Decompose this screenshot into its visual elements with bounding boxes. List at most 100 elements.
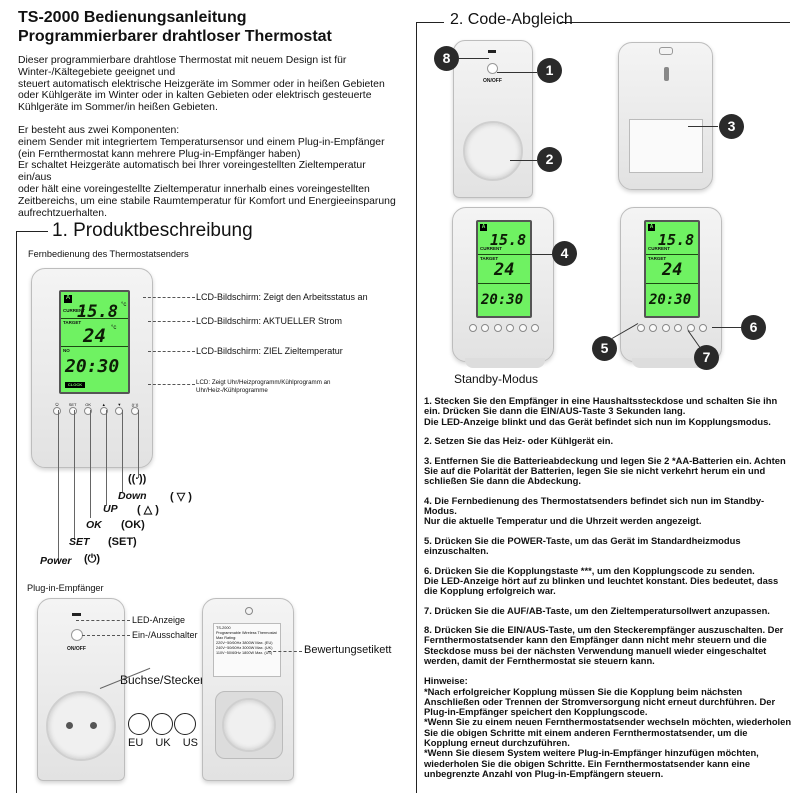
section1-frame-left	[16, 231, 17, 793]
clock-tag: CLOCK	[65, 382, 85, 388]
callout-line-target	[148, 351, 195, 352]
callout-target: LCD-Bildschirm: ZIEL Zieltemperatur	[196, 346, 343, 356]
btn-ok[interactable]: OK	[84, 402, 93, 415]
s2-remote-standby: A CURRENT 15.8 TARGET 24 20:30	[452, 207, 554, 362]
btn-set[interactable]: SET	[68, 402, 77, 415]
current-value: 15.8	[77, 302, 118, 322]
target-unit: °c	[111, 325, 117, 331]
key-up-symbol: ( △ )	[137, 504, 159, 516]
callout-line-status	[143, 297, 195, 298]
section2-frame-left	[416, 22, 417, 793]
step-3: 3. Entfernen Sie die Batterieabdeckung u…	[424, 454, 786, 487]
key-down-label: Down	[118, 490, 147, 502]
section1-frame-top	[16, 231, 48, 232]
step-5: 5. Drücken Sie die POWER-Taste, um das G…	[424, 534, 741, 557]
section1-title: 1. Produktbeschreibung	[52, 220, 253, 241]
badge-8: 8	[434, 46, 459, 71]
key-power-symbol: (⏻)	[84, 553, 101, 565]
leader-power	[58, 410, 59, 562]
remote-lcd: A CURRENT 15.8 °c TARGET 24 °c NO 20:30 …	[59, 290, 130, 394]
clock-value: 20:30	[65, 356, 120, 377]
s2-standby-buttons	[469, 324, 539, 332]
hang-hole-icon	[659, 47, 673, 55]
plug-label-eu: EU	[128, 737, 144, 749]
section2-frame-top-left	[416, 22, 444, 23]
s2-stand-left	[465, 358, 545, 368]
btn-up[interactable]: ▲	[99, 402, 108, 415]
callout-socket: Buchse/Stecker	[120, 673, 205, 687]
badge-4: 4	[552, 241, 577, 266]
badge-3: 3	[719, 114, 744, 139]
intro-text: Dieser programmierbare drahtlose Thermos…	[18, 55, 398, 230]
badge-1: 1	[537, 58, 562, 83]
s2-active-buttons	[637, 324, 707, 332]
plug-label-us: US	[182, 737, 198, 749]
current-unit: °c	[121, 302, 127, 308]
key-set-symbol: (SET)	[108, 536, 137, 548]
leader-pair	[138, 410, 139, 478]
key-pair-symbol: ((·))	[128, 473, 147, 485]
badge-2-line	[510, 160, 537, 161]
receiver-caption: Plug-in-Empfänger	[27, 583, 104, 593]
onoff-label: ON/OFF	[67, 646, 86, 652]
s2-remote-active: A CURRENT 15.8 TARGET 24 20:30	[620, 207, 722, 362]
step-2: 2. Setzen Sie das Heiz- oder Kühlgerät e…	[424, 435, 614, 447]
step-4: 4. Die Fernbedienung des Thermostatsende…	[424, 494, 765, 527]
document-subtitle: Programmierbarer drahtloser Thermostat	[18, 28, 332, 45]
program-label: NO	[63, 348, 70, 353]
leader-ok	[90, 410, 91, 518]
key-ok-symbol: (OK)	[121, 519, 145, 531]
s2-stand-right	[632, 358, 712, 368]
key-ok-label: OK	[86, 519, 102, 531]
remote-caption: Fernbedienung des Thermostatsenders	[28, 249, 189, 259]
step-8: 8. Drücken Sie die EIN/AUS-Taste, um den…	[424, 624, 784, 666]
eu-plug-icon	[128, 713, 150, 735]
callout-clock: LCD: Zeigt Uhr/Heizprogramm/Kühlprogramm…	[196, 379, 331, 394]
leader-down	[122, 410, 123, 492]
s2-receiver-front: ON/OFF	[453, 40, 533, 198]
badge-1-line	[497, 72, 537, 73]
target-label: TARGET	[63, 320, 82, 325]
hints-title: Hinweise:	[424, 675, 468, 687]
badge-2: 2	[537, 147, 562, 172]
us-plug-icon	[174, 713, 196, 735]
callout-line-current	[148, 321, 195, 322]
callout-status: LCD-Bildschirm: Zeigt den Arbeitsstatus …	[196, 292, 368, 302]
section2-title: 2. Code-Abgleich	[450, 11, 573, 28]
intro-paragraph-2: Er besteht aus zwei Komponenten: einem S…	[18, 124, 396, 219]
callout-line-led	[76, 620, 130, 621]
callout-led: LED-Anzeige	[132, 615, 186, 625]
slot-icon	[664, 67, 669, 81]
s2-standby-lcd: A CURRENT 15.8 TARGET 24 20:30	[476, 220, 532, 318]
s2-onoff-button[interactable]	[487, 63, 498, 74]
key-power-label: Power	[40, 555, 72, 567]
plug-label-uk: UK	[155, 737, 171, 749]
callout-line-onoff	[82, 635, 130, 636]
remote-transmitter: A CURRENT 15.8 °c TARGET 24 °c NO 20:30 …	[31, 268, 153, 468]
leader-set	[74, 410, 75, 540]
badge-5: 5	[592, 336, 617, 361]
badge-3-line	[688, 126, 718, 127]
target-value: 24	[83, 325, 106, 347]
badge-6-line	[712, 327, 741, 328]
btn-power[interactable]: ⏻	[53, 402, 61, 415]
led-indicator-icon	[72, 613, 81, 616]
badge-4-line	[530, 254, 552, 255]
s2-led-icon	[488, 50, 496, 53]
callout-rating-label: Bewertungsetikett	[304, 644, 392, 656]
s2-onoff-label: ON/OFF	[483, 78, 502, 84]
step-7: 7. Drücken Sie die AUF/AB-Taste, um den …	[424, 604, 770, 616]
step-1: 1. Stecken Sie den Empfänger in eine Hau…	[424, 395, 778, 427]
s2-remote-back	[618, 42, 713, 190]
socket-icon	[46, 691, 116, 761]
callout-onoff: Ein-/Ausschalter	[132, 630, 198, 640]
receiver-front: ON/OFF	[37, 598, 125, 781]
s2-active-lcd: A CURRENT 15.8 TARGET 24 20:30	[644, 220, 700, 318]
badge-6: 6	[741, 315, 766, 340]
step-6: 6. Drücken Sie die Kopplungstaste ***, u…	[424, 564, 779, 597]
plug-pins-area	[215, 691, 283, 759]
uk-plug-icon	[151, 713, 173, 735]
s2-socket-icon	[463, 121, 523, 181]
instructions-list: 1. Stecken Sie den Empfänger in eine Hau…	[424, 395, 792, 788]
standby-caption: Standby-Modus	[454, 372, 539, 386]
